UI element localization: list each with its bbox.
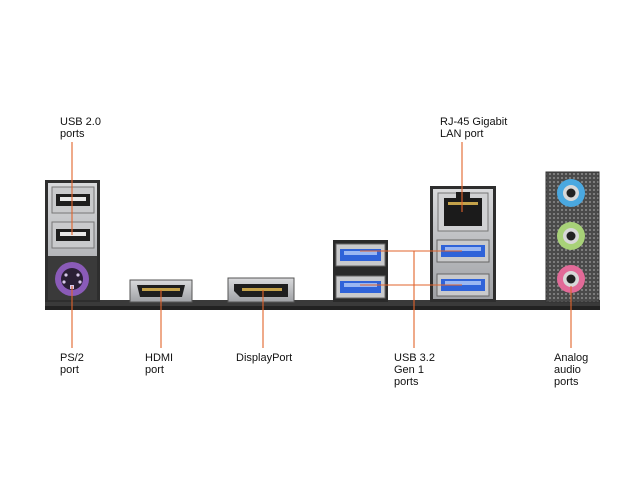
label-displayport: DisplayPort (236, 352, 293, 364)
board-base-shadow (45, 306, 600, 310)
label-usb2-ports: USB 2.0 ports (60, 116, 101, 140)
displayport-port (227, 277, 295, 303)
board-base-strip (45, 300, 600, 310)
label-audio-ports: Analog audio ports (554, 352, 589, 388)
leader-lines (71, 142, 572, 348)
rj45-usb32-stack (430, 186, 496, 302)
audio-jack-stack (545, 171, 600, 303)
label-ps2-port: PS/2 port (60, 352, 84, 376)
label-rj45-port: RJ-45 Gigabit LAN port (440, 116, 508, 140)
label-hdmi-port: HDMI port (145, 352, 174, 376)
usb32-stack (333, 240, 388, 302)
label-usb32-ports: USB 3.2 Gen 1 ports (394, 352, 435, 388)
